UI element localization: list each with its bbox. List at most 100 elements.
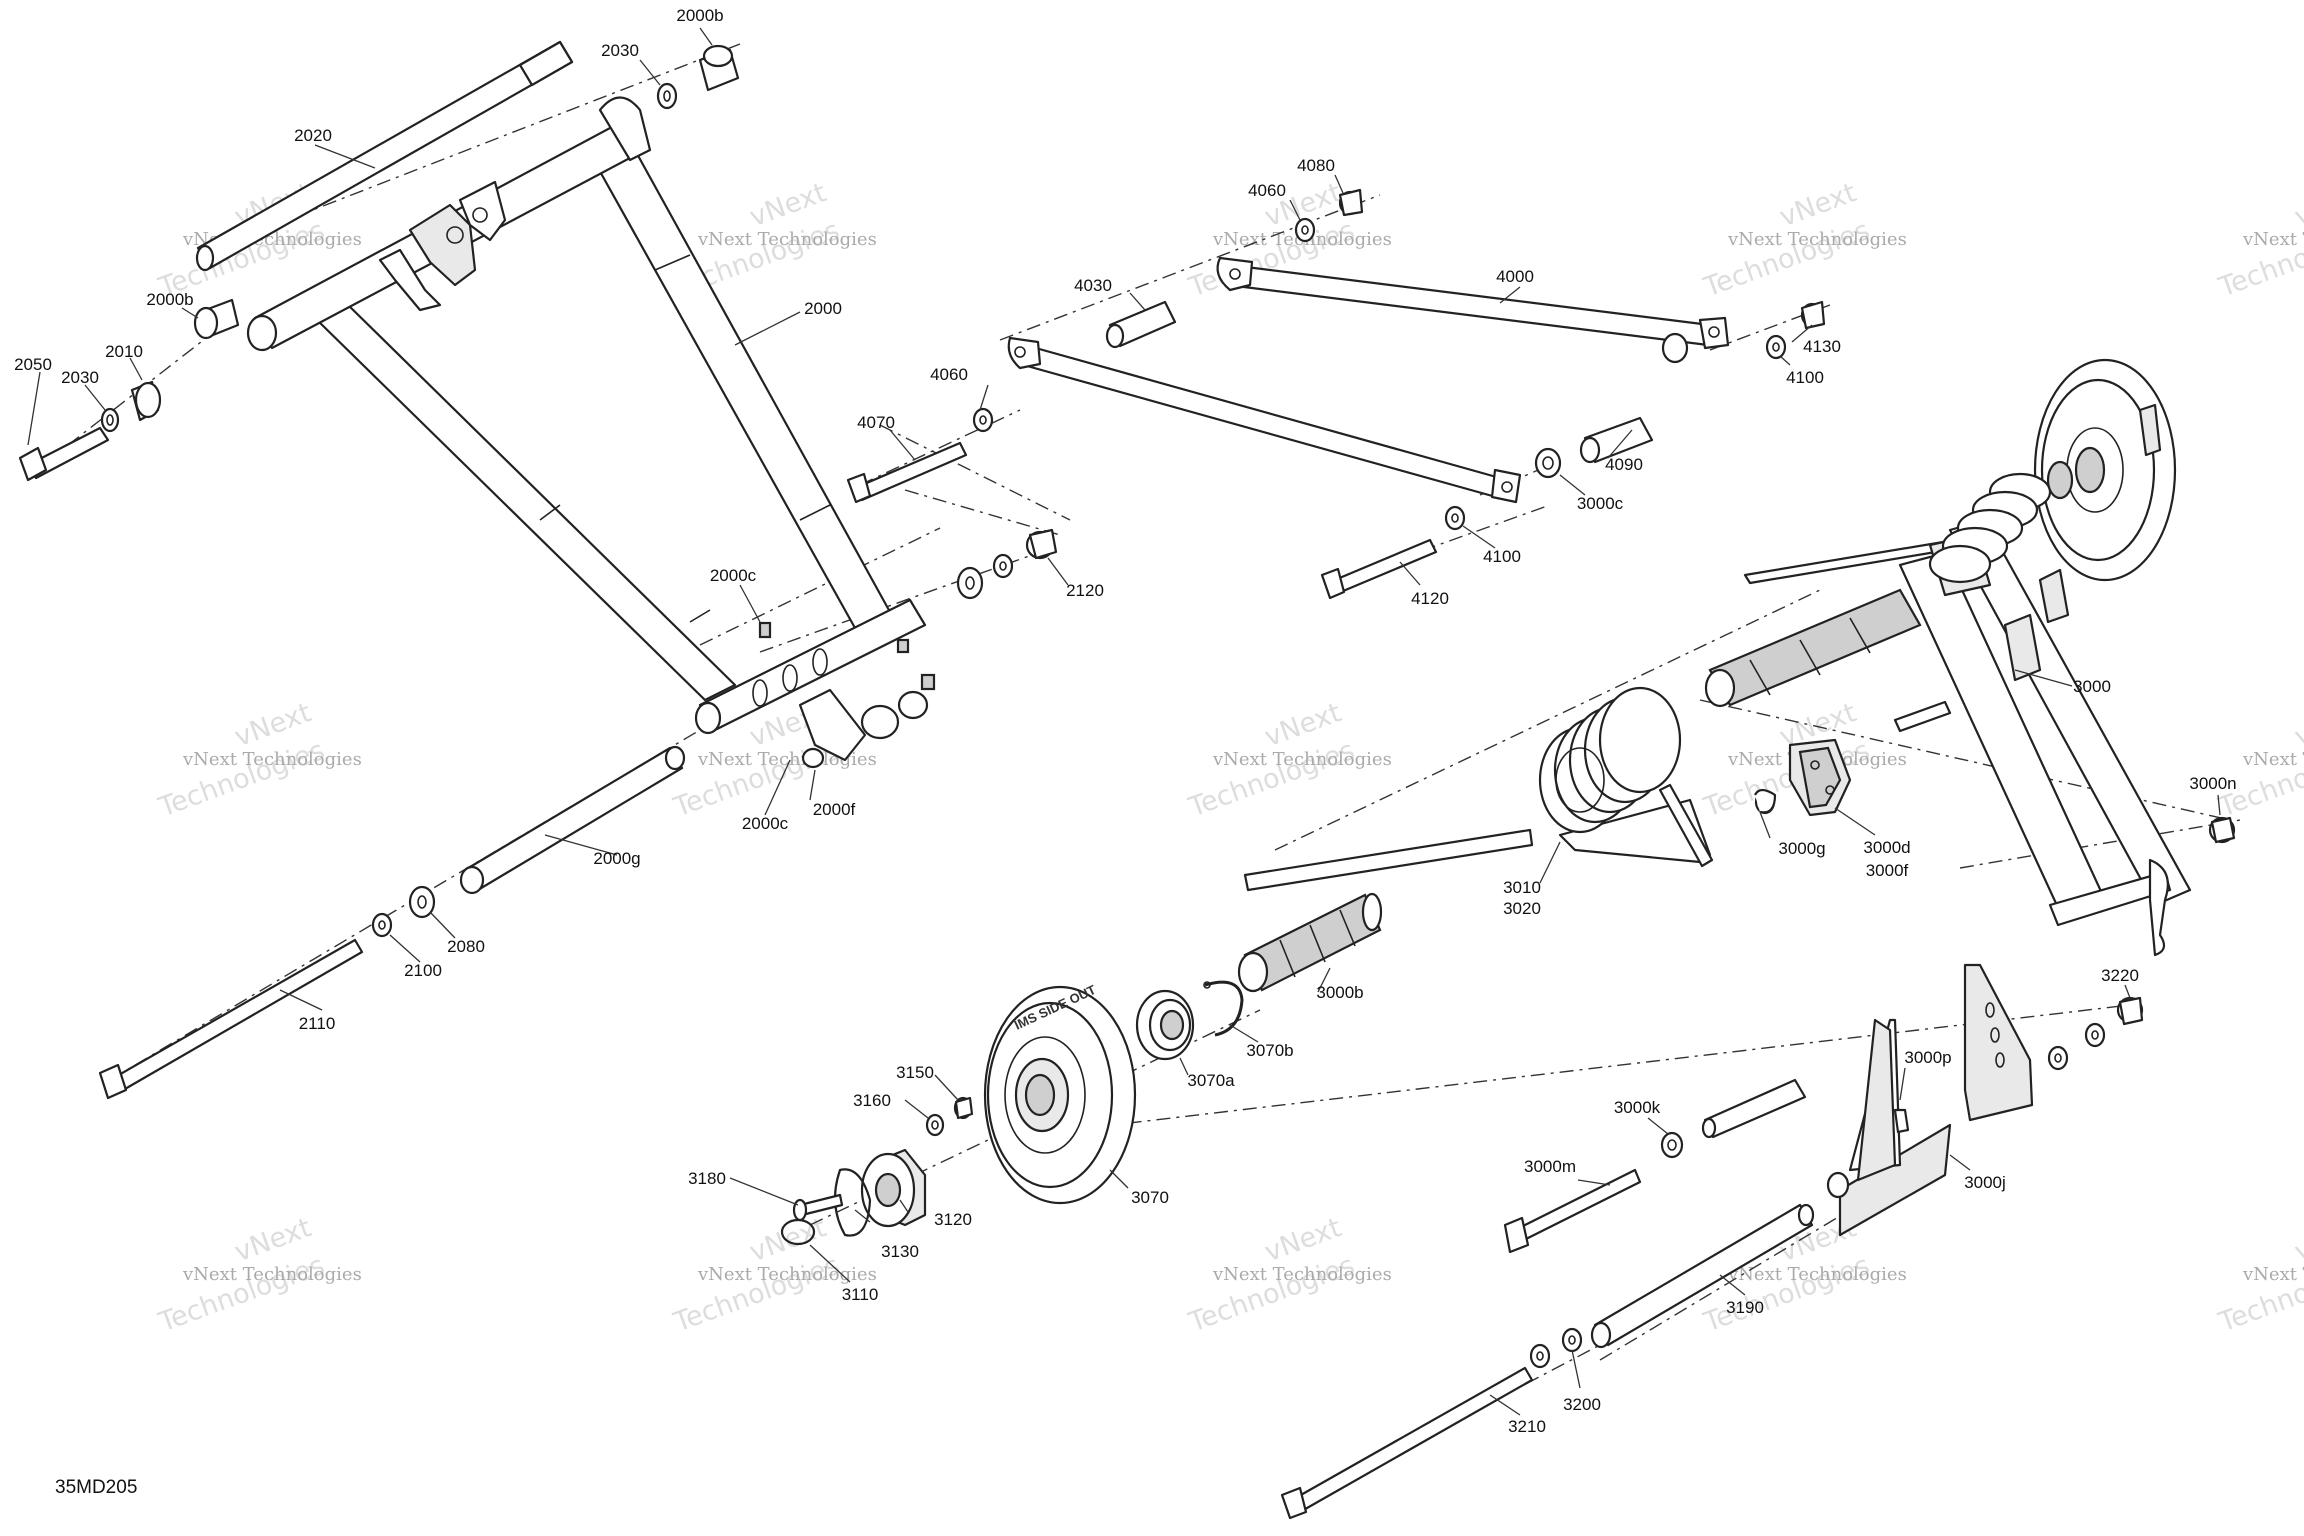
hub-3120 [860, 1148, 927, 1228]
callout-2030-left: 2030 [61, 368, 99, 387]
callout-4000: 4000 [1496, 267, 1534, 286]
callout-3110: 3110 [842, 1285, 879, 1304]
leader-lines [27, 27, 2221, 1416]
watermark-small-text: vNext Technologies [1212, 749, 1392, 770]
callout-2000c-lower: 2000c [742, 814, 789, 833]
callout-2030-top: 2030 [601, 41, 639, 60]
left-bushing-stack [18, 298, 240, 482]
watermark-small-text: vNext Technologies [182, 1264, 362, 1285]
callout-3000k: 3000k [1614, 1098, 1661, 1117]
watermark-small-text: vNext Technologies [182, 749, 362, 770]
callout-3220: 3220 [2101, 966, 2139, 985]
upper-spring [1928, 460, 2074, 584]
callout-3160: 3160 [853, 1091, 891, 1110]
watermark-small-text: vNext Technologies [1212, 1264, 1392, 1285]
callout-4100-right: 4100 [1786, 368, 1824, 387]
watermark-over-text: vNext [2291, 177, 2304, 233]
callout-3070a: 3070a [1187, 1071, 1235, 1090]
bracket-3000j [1826, 963, 2034, 1237]
watermark-small-text: vNext Technologies [697, 229, 877, 250]
callout-2000f: 2000f [813, 800, 856, 819]
washer-stack-2120 [956, 528, 1058, 600]
watermark-small-text: vNext Technologies [2242, 229, 2304, 250]
watermark-small-text: vNext Technologies [2242, 749, 2304, 770]
callout-2000g: 2000g [593, 849, 640, 868]
callout-4100-low: 4100 [1483, 547, 1521, 566]
washers-3200 [1529, 1327, 1583, 1369]
callout-2120: 2120 [1066, 581, 1104, 600]
idler-wheel-3070: IMS SIDE OUT [983, 982, 1137, 1205]
callout-3000d: 3000d [1863, 838, 1910, 857]
callout-3070b: 3070b [1246, 1041, 1293, 1060]
nut-3150 [953, 1096, 974, 1120]
callout-4060-top: 4060 [1248, 181, 1286, 200]
top-bushing-stack [656, 44, 740, 110]
callout-2050: 2050 [14, 355, 52, 374]
bolt-3210 [1280, 1366, 1534, 1520]
callout-3020: 3020 [1503, 899, 1541, 918]
callout-4070: 4070 [857, 413, 895, 432]
callout-3010: 3010 [1503, 878, 1541, 897]
watermark-small-text: vNext Technologies [2242, 1264, 2304, 1285]
callout-3120: 3120 [934, 1210, 972, 1229]
tube-3190 [1590, 1203, 1815, 1349]
upper-idler-wheel [2033, 358, 2177, 582]
callout-2000b-left: 2000b [146, 290, 193, 309]
watermark-over-text: vNext [2291, 1212, 2304, 1268]
callout-3180: 3180 [688, 1169, 726, 1188]
callout-4090: 4090 [1605, 455, 1643, 474]
callout-3070: 3070 [1131, 1188, 1169, 1207]
nut-3220 [2047, 996, 2144, 1071]
swing-arm-2000 [246, 96, 936, 769]
callout-3000c: 3000c [1577, 494, 1624, 513]
frame-3000 [1704, 518, 2192, 957]
tube-2020 [195, 40, 574, 272]
callout-2000: 2000 [804, 299, 842, 318]
callout-3190: 3190 [1726, 1298, 1764, 1317]
callout-2080: 2080 [447, 937, 485, 956]
callout-3200: 3200 [1563, 1395, 1601, 1414]
link-rods-4000 [1007, 256, 1730, 504]
callout-3000m: 3000m [1524, 1157, 1576, 1176]
watermark-small-text: vNext Technologies [697, 1264, 877, 1285]
callout-3000b: 3000b [1316, 983, 1363, 1002]
callout-4120: 4120 [1411, 589, 1449, 608]
sleeve-3000b [1237, 892, 1383, 993]
callout-3210: 3210 [1508, 1417, 1546, 1436]
callout-2110: 2110 [299, 1014, 336, 1033]
plate-3000d-3000f [1754, 738, 1852, 817]
torsion-spring-3010-3020 [1243, 686, 1714, 892]
callout-3150: 3150 [896, 1063, 934, 1082]
callout-3000j: 3000j [1964, 1173, 2006, 1192]
callout-2000c-upper: 2000c [710, 566, 757, 585]
callout-4080: 4080 [1297, 156, 1335, 175]
shaft-2000g-stack [98, 745, 686, 1100]
callout-4060-mid: 4060 [930, 365, 968, 384]
callout-3130: 3130 [881, 1242, 919, 1261]
bearing-3070a [1135, 989, 1195, 1061]
callout-2100: 2100 [404, 961, 442, 980]
callout-3000f: 3000f [1866, 861, 1909, 880]
washer-3160 [925, 1113, 945, 1137]
callout-2010: 2010 [105, 342, 143, 361]
callout-3000: 3000 [2073, 677, 2111, 696]
drawing-reference: 35MD205 [55, 1477, 137, 1498]
watermark-small-text: vNext Technologies [1727, 229, 1907, 250]
callout-2020: 2020 [294, 126, 332, 145]
callouts: 2000b 2030 2020 2000b 2010 2030 2050 200… [14, 6, 2237, 1436]
callout-3000n: 3000n [2189, 774, 2236, 793]
spacer-3000k [1660, 1078, 1807, 1159]
bolt-3000m [1503, 1168, 1642, 1254]
callout-3000p: 3000p [1904, 1048, 1951, 1067]
watermark-small-text: vNext Technologies [1727, 1264, 1907, 1285]
